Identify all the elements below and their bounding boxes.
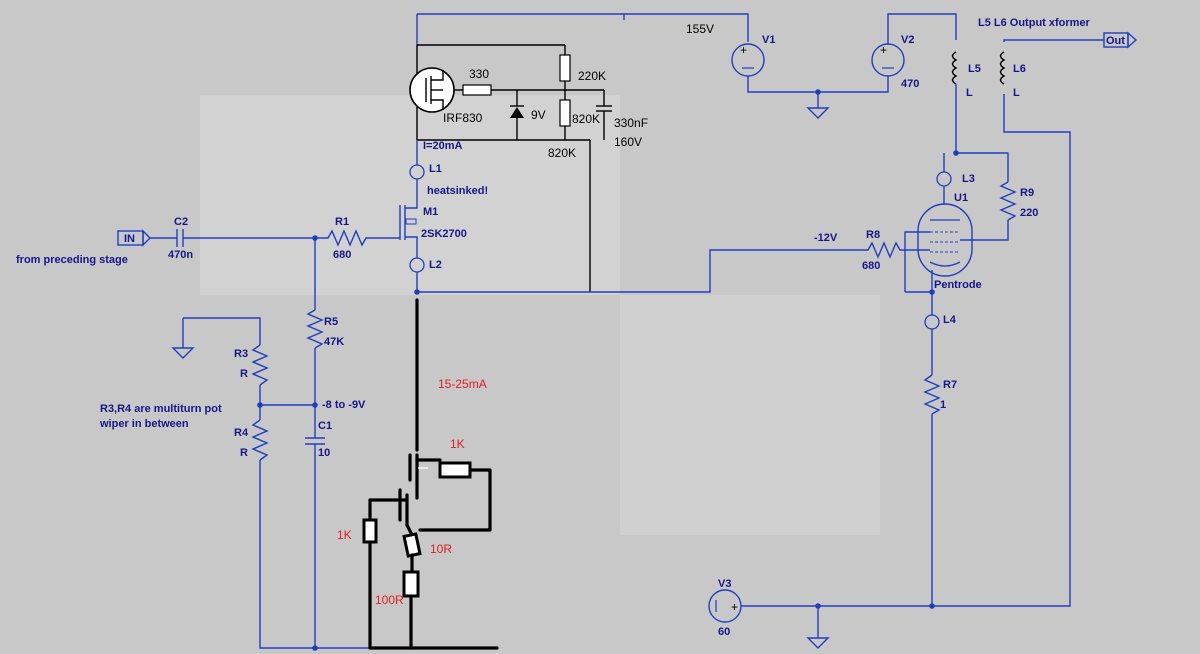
label-r9-value: 220	[1020, 207, 1038, 219]
label-l5-value: L	[966, 87, 973, 99]
bias-network	[171, 238, 497, 651]
label-330nf: 330nF	[614, 116, 648, 130]
label-r1-value: 680	[333, 249, 351, 261]
ground-v1v2	[806, 89, 830, 119]
supply-rail	[416, 13, 749, 45]
label-r3: R3	[234, 348, 248, 360]
svg-text:+: +	[740, 43, 747, 57]
label-100r: 100R	[375, 593, 404, 607]
label-10r: 10R	[430, 542, 452, 556]
svg-text:+: +	[731, 600, 738, 614]
label-c2: C2	[174, 216, 188, 228]
label-preceding-stage: from preceding stage	[16, 254, 128, 266]
label-r3-value: R	[240, 368, 248, 380]
label-irf830: IRF830	[443, 111, 483, 125]
label-xformer: L5 L6 Output xformer	[978, 17, 1091, 29]
label-m1: M1	[423, 206, 438, 218]
label-r4: R4	[234, 427, 249, 439]
hand-drawn-ccs	[362, 298, 499, 650]
label-r7: R7	[943, 379, 957, 391]
label-multiturn-1: R3,R4 are multiturn pot	[100, 403, 222, 415]
label-c2-value: 470n	[168, 249, 193, 261]
label-l1: L1	[429, 163, 442, 175]
label-v3-value: 60	[718, 626, 730, 638]
input-network	[117, 229, 400, 247]
label-r5: R5	[324, 316, 338, 328]
label-r8-value: 680	[862, 260, 880, 272]
label-15-25ma: 15-25mA	[438, 377, 487, 391]
label-v2: V2	[901, 34, 914, 46]
label-220k: 220K	[578, 69, 606, 83]
label-l6-value: L	[1013, 87, 1020, 99]
label-r4-value: R	[240, 447, 248, 459]
label-minus12v: -12V	[814, 232, 838, 244]
irf830-stage	[409, 44, 612, 292]
label-2sk2700: 2SK2700	[421, 228, 467, 240]
label-v1: V1	[762, 34, 775, 46]
label-out: Out	[1106, 35, 1125, 47]
label-1k-upper: 1K	[450, 437, 465, 451]
labels: 155V V1 V2 470 L5 L6 Output xformer Out …	[16, 17, 1125, 638]
label-155v: 155V	[686, 22, 714, 36]
label-l5: L5	[968, 63, 981, 75]
label-330: 330	[469, 67, 489, 81]
label-l3: L3	[962, 173, 975, 185]
background-patch	[200, 95, 620, 295]
label-current: I=20mA	[423, 140, 462, 152]
label-in: IN	[124, 233, 135, 245]
label-r1: R1	[335, 216, 349, 228]
label-r7-value: 1	[940, 399, 946, 411]
label-pentrode: Pentrode	[934, 279, 982, 291]
v2-source: +	[871, 13, 957, 77]
label-v2-value: 470	[901, 78, 919, 90]
label-820k: 820K	[548, 146, 576, 160]
label-r5-value: 47K	[324, 336, 344, 348]
svg-text:+: +	[880, 43, 887, 57]
background-patch	[620, 295, 880, 535]
pentode-stage	[862, 150, 1017, 609]
label-v3: V3	[718, 578, 731, 590]
label-heatsinked: heatsinked!	[427, 185, 488, 197]
label-r9: R9	[1020, 187, 1034, 199]
label-9v: 9V	[531, 108, 546, 122]
label-820k-small: 820K	[572, 112, 600, 126]
label-r8: R8	[866, 229, 880, 241]
m1-stack	[399, 140, 862, 295]
label-bias: -8 to -9V	[322, 399, 366, 411]
output-transformer	[930, 31, 1138, 607]
label-u1: U1	[954, 192, 968, 204]
label-l4: L4	[943, 314, 957, 326]
v3-source: +	[708, 589, 932, 649]
label-c1-value: 10	[318, 447, 330, 459]
v1-source: +	[731, 43, 889, 93]
label-c1: C1	[318, 420, 332, 432]
label-160v: 160V	[614, 135, 642, 149]
label-l2: L2	[429, 259, 442, 271]
label-1k-lower: 1K	[337, 528, 352, 542]
label-l6: L6	[1013, 63, 1026, 75]
label-multiturn-2: wiper in between	[99, 418, 189, 430]
